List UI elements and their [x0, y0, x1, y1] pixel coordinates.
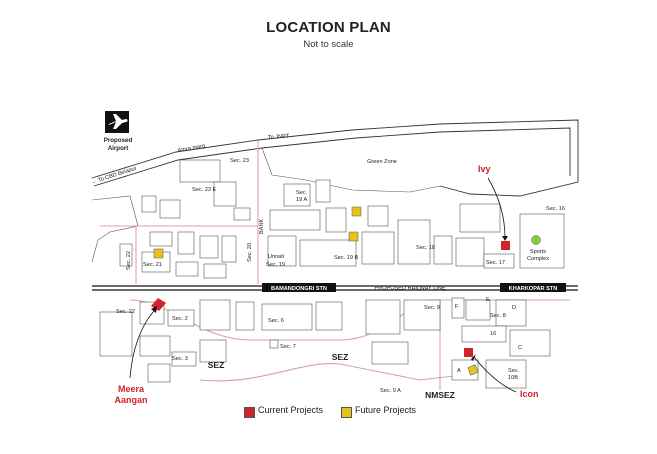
railway-label: PROPOSED RAILWAY LINE — [374, 286, 446, 292]
icon-marker — [464, 348, 473, 357]
sector-e: E — [486, 297, 490, 303]
sector-9: Sec. 9 — [424, 305, 440, 311]
ivy-marker — [501, 241, 510, 250]
sector-22-top: Sec. 22 — [126, 251, 132, 270]
sector-19b: Sec. 19 B — [334, 255, 359, 261]
ivy-arrowhead — [502, 236, 508, 241]
main-road-pink-5 — [199, 363, 471, 382]
airport-label-1: Proposed — [104, 137, 133, 144]
sector-19: Sec. 19 — [266, 262, 285, 268]
future-project-marker — [351, 206, 362, 217]
icon-arrow — [473, 356, 517, 393]
future-project-marker — [467, 364, 479, 376]
future-project-marker — [153, 248, 164, 259]
sector-23: Sec. 23 — [230, 158, 249, 164]
sector-7: Sec. 7 — [280, 344, 296, 350]
unnati-label: Unnati — [268, 254, 284, 260]
sector-2: Sec. 2 — [172, 316, 188, 322]
ivy-label: Ivy — [478, 164, 491, 174]
sector-18: Sec. 18 — [416, 245, 435, 251]
sector-labels: Sec. 23 Sec. 23 E Sec. 21 Sec. 22 Sec. 2… — [116, 158, 565, 394]
sector-22: Sec. 22 — [116, 309, 135, 315]
kharkopar-label: KHARKOPAR STN — [509, 286, 558, 292]
sector-blocks-east — [455, 203, 565, 269]
meera-label-2: Aangan — [114, 395, 147, 405]
sector-23e: Sec. 23 E — [192, 187, 217, 193]
sector-19a-1: Sec. — [296, 190, 308, 196]
sector-20: Sec. 20 — [247, 243, 253, 262]
icon-label: Icon — [520, 389, 539, 399]
to-jnpt-label: To JNPT — [268, 133, 290, 141]
sector-a: A — [457, 368, 461, 374]
sector-blocks-centre — [267, 179, 453, 267]
icon-arrowhead — [471, 354, 476, 361]
sector-16: Sec. 16 — [546, 206, 565, 212]
sez-label-1: SEZ — [208, 360, 225, 370]
airplane-icon — [105, 111, 129, 133]
bamandongri-label: BAMANDONGRI STN — [271, 286, 327, 292]
future-project-marker — [348, 231, 359, 242]
green-zone-label: Green Zone — [367, 159, 397, 165]
page-title: LOCATION PLAN — [266, 19, 391, 36]
bank-label: BANK — [259, 218, 265, 234]
sector-9a: Sec. 9 A — [380, 388, 401, 394]
sector-6: Sec. 6 — [268, 318, 284, 324]
sector-8: Sec. 8 — [490, 313, 506, 319]
sector-3: Sec. 3 — [172, 356, 188, 362]
legend-future-label: Future Projects — [355, 405, 417, 415]
sector-c: C — [518, 345, 522, 351]
meera-arrow — [129, 309, 156, 379]
sector-19a-2: 19 A — [296, 197, 307, 203]
sector-17: Sec. 17 — [486, 260, 505, 266]
sector-10b-1: Sec. — [508, 368, 520, 374]
sector-d: D — [512, 305, 516, 311]
sports-label-2: Complex — [527, 256, 549, 262]
legend-current-label: Current Projects — [258, 405, 324, 415]
sports-complex-marker — [531, 235, 541, 245]
west-edge — [91, 195, 139, 263]
sector-10b-2: 10B — [508, 375, 518, 381]
outer-road-north — [91, 119, 579, 197]
legend-current-swatch — [244, 407, 255, 418]
legend-future-swatch — [341, 407, 352, 418]
outer-road-north-2 — [93, 127, 571, 187]
sports-label-1: Sports — [530, 249, 546, 255]
meera-arrowhead — [151, 306, 157, 313]
sector-blocks-south — [99, 297, 551, 389]
kharkopar-station — [500, 283, 566, 292]
sector-blocks-nw — [119, 159, 251, 279]
nmsez-label: NMSEZ — [425, 390, 455, 400]
sector-16b: 16 — [490, 331, 496, 337]
ivy-arrow — [487, 177, 506, 239]
amra-marg-label: Amra marg — [177, 143, 205, 154]
sector-f: F — [455, 304, 459, 310]
airport-label-2: Airport — [108, 145, 129, 152]
sector-21: Sec. 21 — [143, 262, 162, 268]
meera-label-1: Meera — [118, 384, 145, 394]
page-subtitle: Not to scale — [303, 39, 354, 50]
bamandongri-station — [262, 283, 336, 292]
sez-label-2: SEZ — [332, 352, 349, 362]
